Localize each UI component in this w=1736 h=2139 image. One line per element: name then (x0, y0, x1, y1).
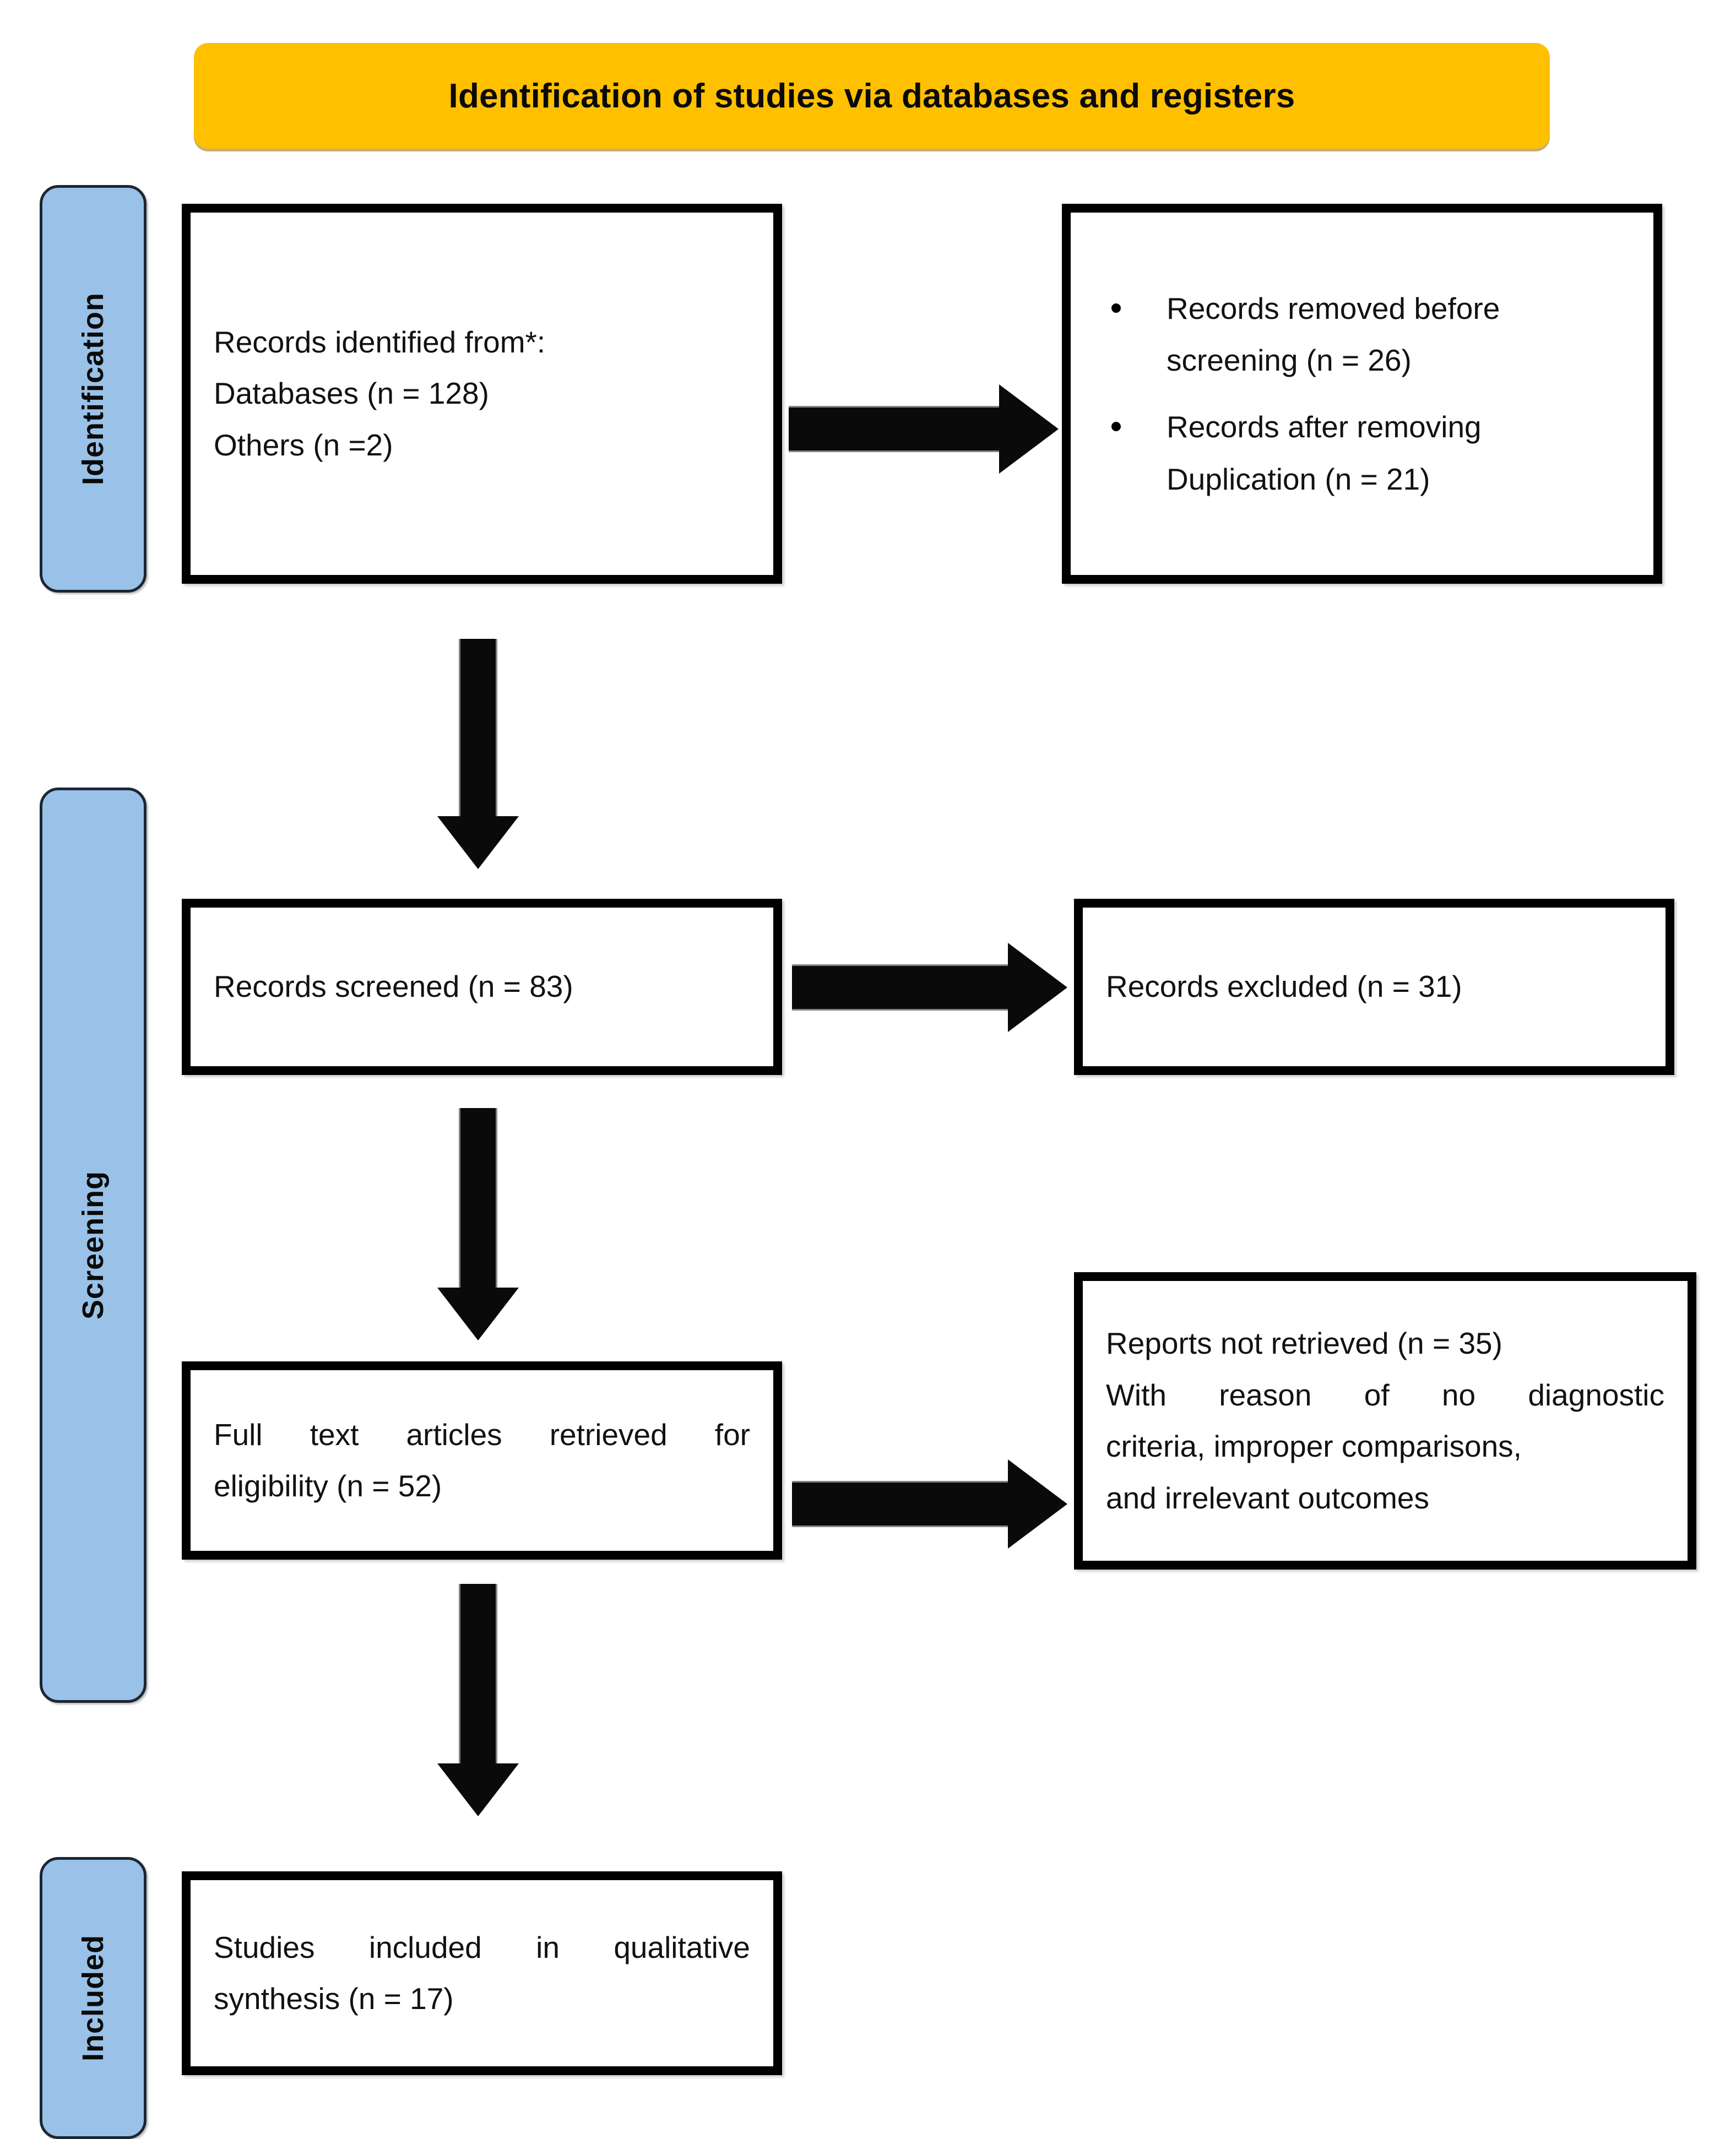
not-retrieved-line-1: Reports not retrieved (n = 35) (1106, 1326, 1502, 1360)
arrow-head (437, 1288, 519, 1340)
studies-included-line-2: synthesis (n = 17) (214, 1981, 454, 2016)
stage-label-screening: Screening (77, 1170, 110, 1320)
list-item: Records removed before screening (n = 26… (1106, 283, 1631, 387)
records-identified-line-2: Databases (n = 128) (214, 376, 489, 411)
list-item: Records after removing Duplication (n = … (1106, 401, 1631, 505)
box-records-excluded: Records excluded (n = 31) (1074, 899, 1674, 1075)
arrow-shaft (460, 1584, 496, 1768)
stage-bar-included: Included (40, 1857, 147, 2139)
not-retrieved-line-2: With reason of no diagnostic (1106, 1377, 1664, 1412)
arrow-head (1008, 1459, 1067, 1549)
full-text-line-1: Full text articles retrieved for (214, 1417, 750, 1452)
records-excluded-line-1: Records excluded (n = 31) (1106, 969, 1462, 1004)
box-records-screened: Records screened (n = 83) (182, 899, 782, 1075)
arrow-shaft (792, 966, 1012, 1009)
diagram-title-banner: Identification of studies via databases … (194, 43, 1550, 149)
box-records-removed: Records removed before screening (n = 26… (1062, 204, 1662, 584)
arrow-head (437, 1763, 519, 1816)
not-retrieved-line-4: and irrelevant outcomes (1106, 1480, 1429, 1515)
stage-bar-identification: Identification (40, 185, 147, 593)
arrow-shaft (460, 1108, 496, 1292)
records-removed-list: Records removed before screening (n = 26… (1071, 283, 1653, 505)
records-identified-line-3: Others (n =2) (214, 427, 393, 462)
full-text-line-2: eligibility (n = 52) (214, 1469, 442, 1503)
arrow-shaft (460, 639, 496, 821)
arrow-head (437, 816, 519, 869)
box-reports-not-retrieved: Reports not retrieved (n = 35) With reas… (1074, 1272, 1696, 1570)
diagram-title: Identification of studies via databases … (448, 77, 1295, 115)
not-retrieved-line-3: criteria, improper comparisons, (1106, 1429, 1522, 1463)
records-removed-item-2: Records after removing Duplication (n = … (1167, 410, 1482, 496)
arrow-shaft (792, 1483, 1012, 1525)
records-screened-line-1: Records screened (n = 83) (214, 969, 573, 1004)
bullet-icon (1111, 422, 1121, 431)
records-identified-line-1: Records identified from*: (214, 324, 546, 359)
arrow-head (999, 384, 1059, 474)
records-removed-item-1: Records removed before screening (n = 26… (1167, 291, 1500, 378)
arrow-shaft (789, 408, 1003, 450)
stage-label-included: Included (77, 1934, 110, 2062)
box-records-identified: Records identified from*: Databases (n =… (182, 204, 782, 584)
stage-label-identification: Identification (77, 292, 110, 485)
stage-bar-screening: Screening (40, 788, 147, 1703)
box-full-text-articles: Full text articles retrieved for eligibi… (182, 1361, 782, 1560)
bullet-icon (1111, 303, 1121, 313)
studies-included-line-1: Studies included in qualitative (214, 1930, 750, 1964)
box-studies-included: Studies included in qualitative synthesi… (182, 1871, 782, 2075)
arrow-head (1008, 943, 1067, 1032)
